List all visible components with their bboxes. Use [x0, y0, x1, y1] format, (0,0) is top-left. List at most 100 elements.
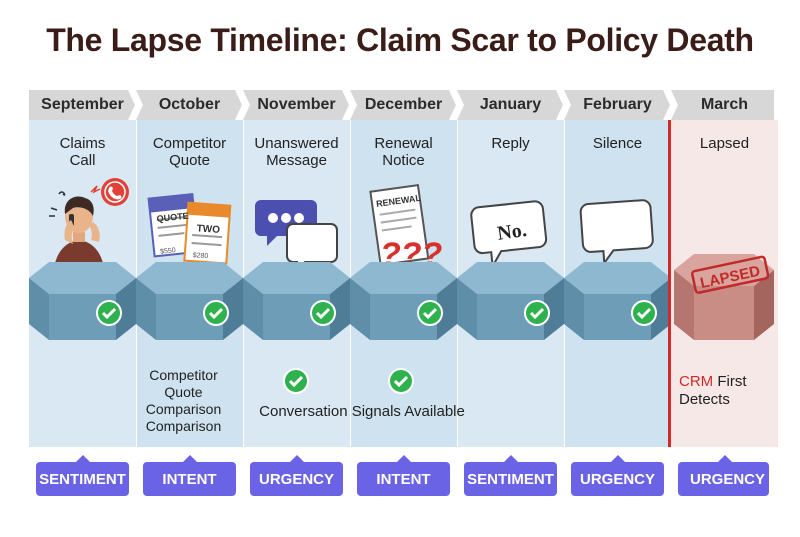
event-label-line: Unanswered: [254, 135, 339, 152]
block-side: [29, 278, 49, 340]
month-header-band: [29, 90, 774, 120]
checkmark-icon: [417, 300, 443, 326]
event-label-line: Silence: [592, 135, 643, 152]
event-label-line: Competitor: [152, 135, 227, 152]
quote-price: $550: [160, 247, 176, 256]
block-top: [136, 262, 243, 294]
event-label: Unanswered Message: [243, 135, 350, 169]
event-label: Claims Call: [29, 135, 136, 169]
chevron-segment: [350, 90, 457, 120]
event-label-line: Call: [69, 152, 96, 169]
lapsed-block-side: [754, 270, 774, 340]
note-line: Comparison: [145, 418, 222, 434]
event-label: Lapsed: [671, 135, 778, 152]
unanswered-message-icon: [255, 200, 338, 275]
quote-price: $280: [192, 252, 208, 260]
signal-pill-urgency: URGENCY: [250, 462, 343, 496]
signal-pill-intent: INTENT: [357, 462, 450, 496]
chevron-segment: [457, 90, 564, 120]
crm-detects-note: CRM First Detects: [679, 373, 774, 409]
month-label: September: [41, 96, 124, 113]
checkmark-icon: [631, 300, 657, 326]
chevron-segment: [29, 90, 136, 120]
competitor-quote-documents-icon: QUOTE TWO $550 $280: [147, 192, 232, 265]
competitor-note: Competitor Quote Comparison Comparison: [136, 367, 231, 435]
empty-speech-bubble-icon: [579, 199, 654, 266]
block-top: [350, 262, 457, 294]
month-label: January: [479, 96, 542, 113]
signal-pill-urgency: URGENCY: [571, 462, 664, 496]
month-label: November: [257, 96, 336, 113]
chevron-segment: [671, 90, 774, 120]
timeline-blocks: LAPSED: [29, 254, 774, 340]
reply-bubble-icon: No.: [470, 200, 548, 270]
quote-doc-label: TWO: [196, 223, 220, 236]
block-side: [437, 278, 457, 340]
checkmark-icon: [96, 300, 122, 326]
event-label: Silence: [564, 135, 671, 152]
block-top: [564, 262, 671, 294]
block-side: [651, 278, 671, 340]
block-side: [136, 278, 156, 340]
pill-notch: [182, 455, 198, 463]
signals-label: Conversation Signals Available: [259, 403, 465, 420]
lapsed-block-side: [674, 270, 694, 340]
signal-pill-urgency: URGENCY: [678, 462, 769, 496]
chevron-segment: [564, 90, 671, 120]
block-side: [243, 278, 263, 340]
page-title: The Lapse Timeline: Claim Scar to Policy…: [46, 22, 754, 58]
month-label: October: [158, 96, 221, 113]
pill-notch: [396, 455, 412, 463]
lapsed-block-top: [674, 254, 774, 286]
crm-highlight: CRM: [679, 373, 714, 390]
pill-notch: [75, 455, 91, 463]
checkmark-icon: [524, 300, 550, 326]
event-label-line: Renewal: [374, 135, 433, 152]
month-label: February: [583, 96, 652, 113]
crm-text: First: [713, 373, 747, 390]
month-label: March: [700, 96, 749, 113]
block-side: [544, 278, 564, 340]
event-label-line: Quote: [169, 152, 210, 169]
note-line: Comparison: [145, 401, 222, 417]
event-label-line: Message: [266, 152, 327, 169]
quote-doc-label: QUOTE: [156, 211, 189, 224]
event-label-line: Claims: [59, 135, 106, 152]
block-side: [350, 278, 370, 340]
lapsed-block-front: [694, 286, 754, 340]
event-label-line: Notice: [382, 152, 425, 169]
event-label-line: Reply: [491, 135, 530, 152]
reply-text: No.: [496, 219, 528, 245]
lapse-divider-line: [668, 120, 671, 447]
note-line: Quote: [164, 384, 203, 400]
checkmark-icon: [310, 300, 336, 326]
person-on-phone-icon: [49, 178, 129, 280]
pill-notch: [503, 455, 519, 463]
event-label: Competitor Quote: [136, 135, 243, 169]
checkmark-icon: [203, 300, 229, 326]
checkmark-icon: [388, 368, 414, 394]
signal-pill-intent: INTENT: [143, 462, 236, 496]
crm-text-line2: Detects: [679, 391, 730, 408]
chevron-segment: [136, 90, 243, 120]
block-side: [223, 278, 243, 340]
block-top: [457, 262, 564, 294]
signal-pill-sentiment: SENTIMENT: [36, 462, 129, 496]
pill-notch: [289, 455, 305, 463]
block-top: [29, 262, 136, 294]
block-side: [457, 278, 477, 340]
month-label: December: [364, 96, 443, 113]
block-top: [243, 262, 350, 294]
block-side: [116, 278, 136, 340]
event-label: Renewal Notice: [350, 135, 457, 169]
pill-notch: [610, 455, 626, 463]
checkmark-icon: [283, 368, 309, 394]
chevron-segment: [243, 90, 350, 120]
block-side: [564, 278, 584, 340]
signal-pill-sentiment: SENTIMENT: [464, 462, 557, 496]
event-label: Reply: [457, 135, 564, 152]
pill-notch: [717, 455, 733, 463]
timeline-board: September October November December Janu…: [29, 90, 778, 447]
note-line: Competitor: [149, 367, 218, 383]
event-label-line: Lapsed: [699, 135, 750, 152]
